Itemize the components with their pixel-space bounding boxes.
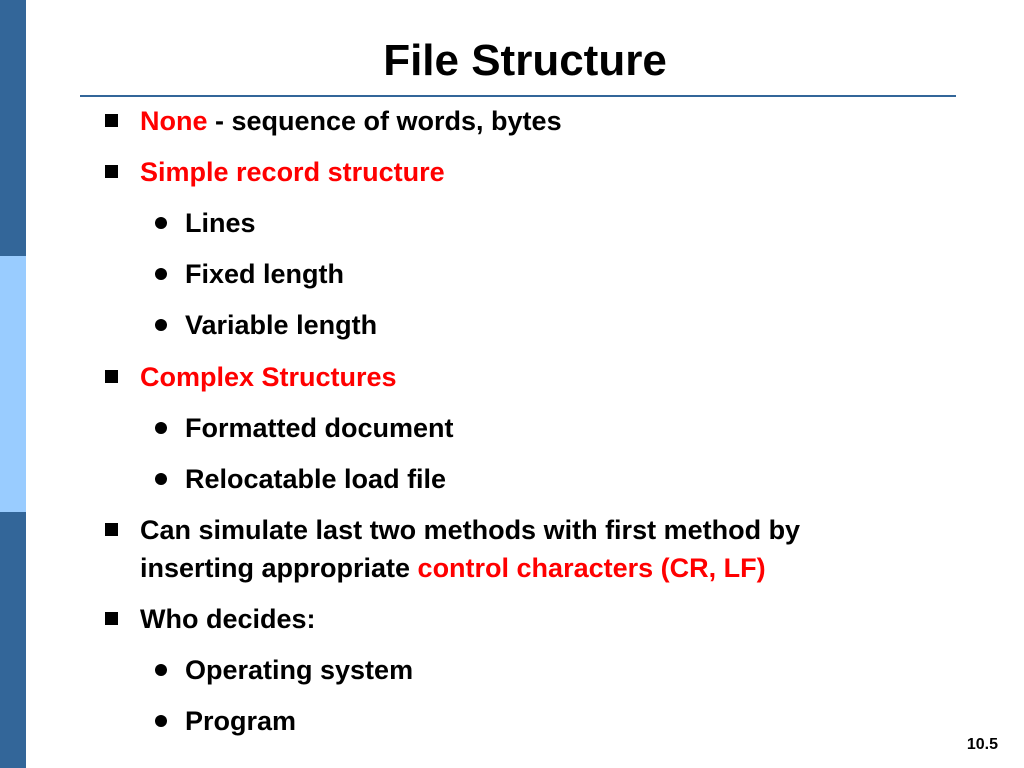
square-bullet-icon <box>105 523 118 536</box>
bullet-text-line-2: inserting appropriate control characters… <box>140 549 800 587</box>
round-bullet-icon <box>155 217 167 229</box>
bullet-text-line-1: Can simulate last two methods with first… <box>140 515 801 545</box>
sub-bullet-item-operating-system: Operating system <box>155 651 414 689</box>
bullet-highlight: Simple record structure <box>140 157 445 187</box>
sub-bullet-item-variable-length: Variable length <box>155 306 378 344</box>
bullet-text: Fixed length <box>185 259 345 289</box>
side-bar-middle-segment <box>0 256 26 512</box>
sub-bullet-item-lines: Lines <box>155 204 256 242</box>
sub-bullet-item-relocatable-load-file: Relocatable load file <box>155 460 447 498</box>
slide-title: File Structure <box>383 36 667 85</box>
square-bullet-icon <box>105 114 118 127</box>
bullet-text: inserting appropriate <box>140 553 418 583</box>
page-number: 10.5 <box>966 736 998 753</box>
bullet-text: - sequence of words, bytes <box>207 106 562 136</box>
sub-bullet-item-fixed-length: Fixed length <box>155 255 345 293</box>
sub-bullet-item-formatted-document: Formatted document <box>155 409 454 447</box>
bullet-highlight: control characters (CR, LF) <box>417 553 766 583</box>
round-bullet-icon <box>155 268 167 280</box>
round-bullet-icon <box>155 715 167 727</box>
bullet-text: Variable length <box>185 310 378 340</box>
bullet-text: Relocatable load file <box>185 464 447 494</box>
bullet-text: Lines <box>185 208 256 238</box>
title-divider <box>80 95 956 97</box>
side-bar-top-segment <box>0 0 26 256</box>
side-accent-bar <box>0 0 26 768</box>
bullet-highlight: Complex Structures <box>140 362 397 392</box>
bullet-item-who-decides: Who decides: <box>105 600 316 638</box>
bullet-text: Formatted document <box>185 413 454 443</box>
bullet-item-complex-structures: Complex Structures <box>105 358 397 396</box>
round-bullet-icon <box>155 319 167 331</box>
bullet-text: Operating system <box>185 655 414 685</box>
round-bullet-icon <box>155 664 167 676</box>
bullet-item-can-simulate: Can simulate last two methods with first… <box>105 511 801 587</box>
square-bullet-icon <box>105 165 118 178</box>
round-bullet-icon <box>155 422 167 434</box>
sub-bullet-item-program: Program <box>155 702 297 740</box>
bullet-text: Program <box>185 706 297 736</box>
side-bar-bottom-segment <box>0 512 26 768</box>
bullet-highlight: None <box>140 106 208 136</box>
square-bullet-icon <box>105 370 118 383</box>
square-bullet-icon <box>105 612 118 625</box>
bullet-item-none: None - sequence of words, bytes <box>105 102 562 140</box>
round-bullet-icon <box>155 473 167 485</box>
bullet-text: Who decides: <box>140 604 316 634</box>
bullet-item-simple-record: Simple record structure <box>105 153 445 191</box>
